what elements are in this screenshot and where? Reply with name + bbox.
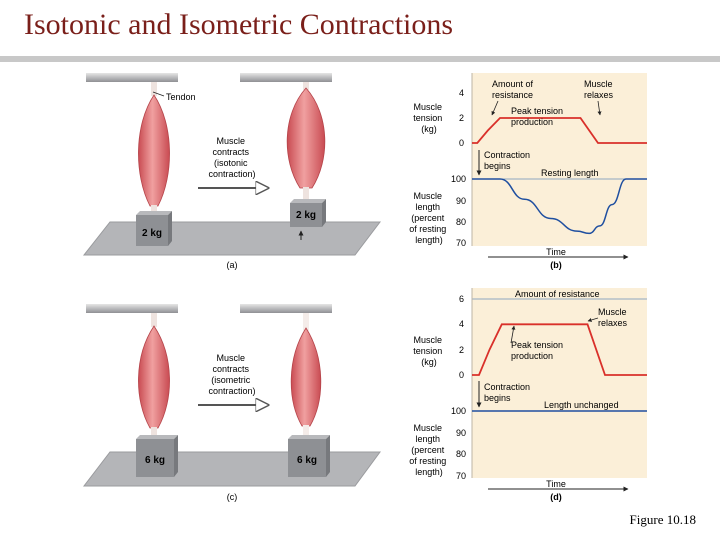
slide-title: Isotonic and Isometric Contractions bbox=[24, 8, 454, 41]
weight-block bbox=[136, 211, 172, 215]
tension-tick-label: 0 bbox=[459, 370, 464, 380]
length-axis-label: Muscle length (percent of resting length… bbox=[409, 423, 449, 477]
annotation-peak-tension: Peak tension production bbox=[511, 340, 566, 361]
length-tick-label: 80 bbox=[456, 449, 466, 459]
chart-d: Muscle tension (kg) Muscle length (perce… bbox=[409, 288, 647, 502]
chart-b: Muscle tension (kg) Muscle length (perce… bbox=[409, 73, 647, 270]
tendon bbox=[303, 425, 309, 439]
annotation-pointer bbox=[597, 100, 602, 116]
weight-block bbox=[174, 435, 178, 477]
length-tick-label: 100 bbox=[451, 406, 466, 416]
tension-series-line bbox=[472, 117, 647, 144]
muscle-contracted bbox=[286, 87, 326, 189]
figure-caption: Figure 10.18 bbox=[629, 512, 696, 527]
panel-label-a: (a) bbox=[227, 260, 238, 270]
platform bbox=[82, 221, 382, 256]
title-divider bbox=[0, 56, 720, 62]
contraction-description: Muscle contracts (isometric contraction) bbox=[208, 353, 255, 396]
time-axis-label: Time bbox=[546, 247, 566, 257]
length-tick-label: 90 bbox=[456, 196, 466, 206]
tension-tick-label: 6 bbox=[459, 294, 464, 304]
annotation-length-note: Resting length bbox=[541, 168, 599, 178]
weight-block bbox=[136, 215, 168, 246]
support-bar bbox=[240, 73, 332, 82]
length-axis-label: Muscle length (percent of resting length… bbox=[409, 191, 449, 245]
weight-label: 2 kg bbox=[296, 210, 316, 221]
tendon bbox=[151, 205, 157, 215]
tendon bbox=[151, 427, 157, 439]
weight-label: 2 kg bbox=[142, 228, 162, 239]
annotation-amount-of-resistance: Amount of resistance bbox=[492, 79, 536, 100]
tension-tick-label: 0 bbox=[459, 138, 464, 148]
annotation-pointer bbox=[491, 100, 499, 116]
annotation-length-note: Length unchanged bbox=[544, 400, 619, 410]
tendon bbox=[303, 82, 309, 90]
annotation-amount-of-resistance: Amount of resistance bbox=[515, 289, 600, 299]
weight-block bbox=[322, 199, 326, 227]
panel-a-isotonic: 2 kg Tendon 2 kg Muscle contracts (isoto… bbox=[82, 73, 382, 270]
length-tick-label: 80 bbox=[456, 217, 466, 227]
annotation-contraction-begins: Contraction begins bbox=[484, 150, 533, 171]
tension-tick-label: 2 bbox=[459, 345, 464, 355]
panel-label-d: (d) bbox=[550, 492, 562, 502]
weight-label: 6 kg bbox=[145, 455, 165, 466]
chart-background bbox=[472, 288, 647, 478]
annotation-pointer bbox=[510, 325, 516, 344]
contraction-description: Muscle contracts (isotonic contraction) bbox=[208, 136, 255, 179]
leader-line bbox=[152, 91, 165, 97]
time-axis-label: Time bbox=[546, 479, 566, 489]
tendon bbox=[303, 313, 309, 331]
weight-block bbox=[326, 435, 330, 477]
length-series-line bbox=[472, 178, 647, 235]
length-tick-label: 70 bbox=[456, 471, 466, 481]
tendon bbox=[303, 187, 309, 203]
annotation-contraction-begins: Contraction begins bbox=[484, 382, 533, 403]
weight-block bbox=[136, 439, 174, 477]
tension-tick-label: 4 bbox=[459, 319, 464, 329]
muscle-tensed bbox=[290, 327, 322, 427]
weight-block bbox=[136, 435, 178, 439]
tendon-label: Tendon bbox=[166, 92, 196, 102]
weight-label: 6 kg bbox=[297, 455, 317, 466]
tension-tick-label: 2 bbox=[459, 113, 464, 123]
panel-c-isometric: 6 kg 6 kg Muscle contracts (isometric co… bbox=[82, 304, 381, 502]
length-tick-label: 90 bbox=[456, 428, 466, 438]
tension-series-line bbox=[472, 323, 647, 376]
weight-block bbox=[290, 199, 326, 203]
tension-axis-label: Muscle tension (kg) bbox=[413, 102, 445, 134]
muscle-relaxed bbox=[138, 325, 170, 429]
annotation-pointer bbox=[587, 317, 599, 322]
weight-block bbox=[168, 211, 172, 246]
annotation-muscle-relaxes: Muscle relaxes bbox=[584, 79, 615, 100]
support-bar bbox=[86, 73, 178, 82]
tendon bbox=[151, 313, 157, 327]
muscle-relaxed bbox=[138, 94, 170, 207]
tension-tick-label: 4 bbox=[459, 88, 464, 98]
length-tick-label: 70 bbox=[456, 238, 466, 248]
support-bar bbox=[240, 304, 332, 313]
chart-background bbox=[472, 73, 647, 246]
weight-block bbox=[288, 435, 330, 439]
weight-block bbox=[290, 203, 322, 227]
weight-block bbox=[288, 439, 326, 477]
annotation-muscle-relaxes: Muscle relaxes bbox=[598, 307, 629, 328]
platform bbox=[82, 451, 381, 487]
tendon bbox=[151, 82, 157, 96]
panel-label-c: (c) bbox=[227, 492, 238, 502]
length-tick-label: 100 bbox=[451, 174, 466, 184]
panel-label-b: (b) bbox=[550, 260, 562, 270]
tension-axis-label: Muscle tension (kg) bbox=[413, 335, 445, 367]
annotation-peak-tension: Peak tension production bbox=[511, 106, 566, 127]
support-bar bbox=[86, 304, 178, 313]
